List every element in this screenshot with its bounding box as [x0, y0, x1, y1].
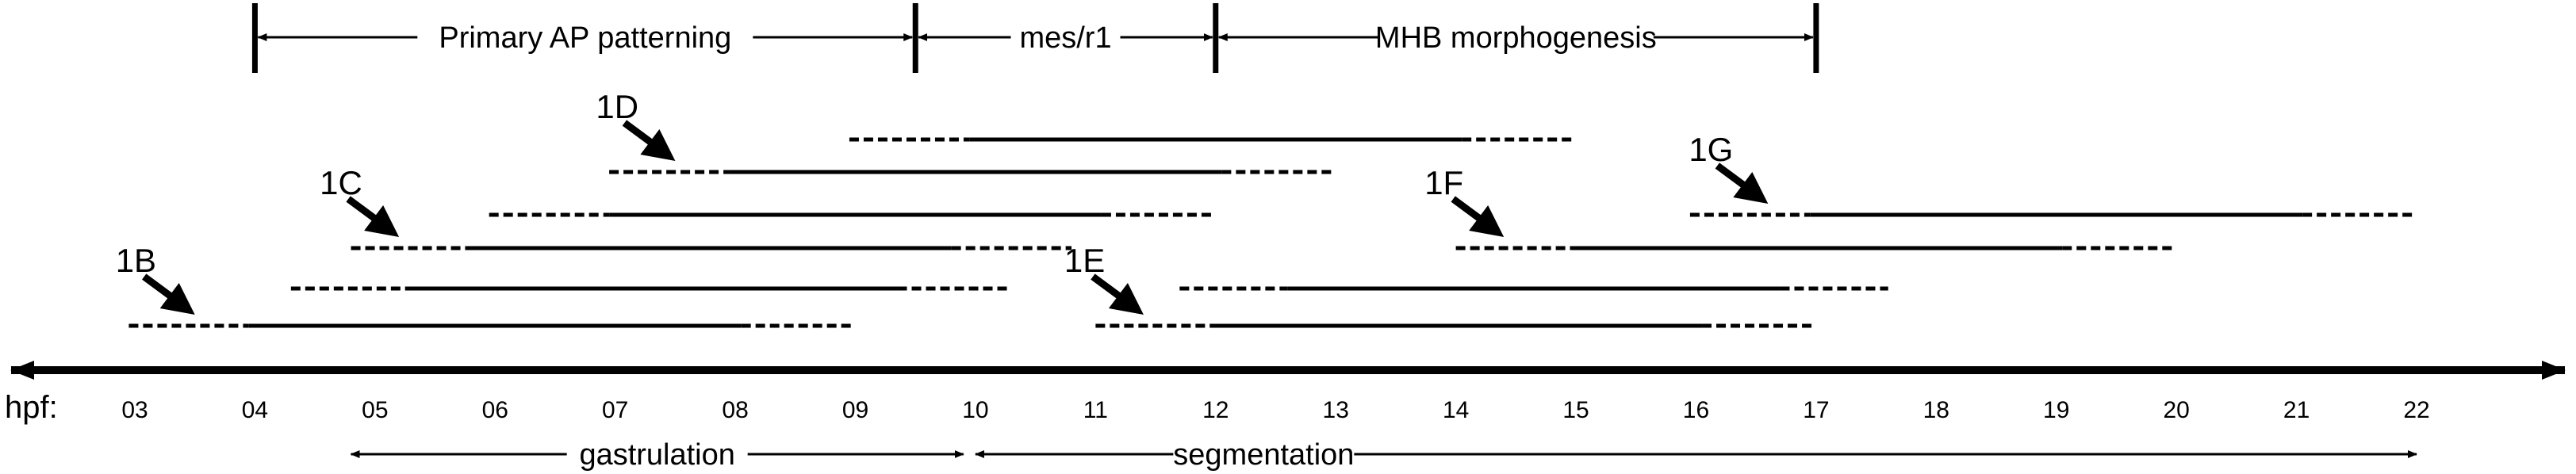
phase-label: gastrulation — [579, 438, 734, 472]
tick-label: 20 — [2163, 397, 2189, 423]
bottom-phase-arrows: gastrulation segmentation — [350, 438, 2417, 472]
tick-label: 22 — [2403, 397, 2429, 423]
tick-label: 21 — [2283, 397, 2310, 423]
tick-label: 13 — [1323, 397, 1349, 423]
callout-arrow-head — [1108, 283, 1144, 315]
tick-label: 12 — [1202, 397, 1229, 423]
tick-label: 08 — [722, 397, 748, 423]
callout-arrow-head — [1733, 172, 1769, 204]
callout-arrow-head — [640, 129, 676, 161]
tick-label: 18 — [1923, 397, 1949, 423]
panel-label: 1G — [1689, 131, 1733, 168]
tick-label: 05 — [362, 397, 388, 423]
tick-label: 03 — [121, 397, 148, 423]
top-phase-brackets: Primary AP patterning mes/r1 MHB morphogen… — [251, 3, 1819, 73]
phase-label: segmentation — [1173, 438, 1354, 472]
tick-label: 19 — [2043, 397, 2069, 423]
callout-arrow-head — [364, 205, 400, 237]
panel-label: 1B — [116, 242, 156, 279]
tick-label: 11 — [1083, 397, 1108, 423]
callout-arrow-head — [159, 283, 195, 315]
tick-label: 10 — [962, 397, 988, 423]
phase-label: MHB morphogenesis — [1375, 21, 1657, 55]
tick-label: 16 — [1683, 397, 1709, 423]
tick-label: 14 — [1443, 397, 1469, 423]
panel-label: 1C — [320, 164, 362, 201]
phase-label: Primary AP patterning — [439, 21, 731, 55]
tick-label: 06 — [482, 397, 508, 423]
tick-label: 04 — [242, 397, 268, 423]
panel-label: 1F — [1424, 164, 1463, 201]
axis-tick-labels: 03 04 05 06 07 08 09 10 11 12 13 14 15 16 17 18 19 20 21 22 — [121, 397, 2429, 423]
panel-label: 1E — [1064, 242, 1105, 279]
panel-label: 1D — [596, 88, 638, 125]
tick-label: 15 — [1562, 397, 1589, 423]
phase-label: mes/r1 — [1019, 21, 1111, 55]
tick-label: 07 — [602, 397, 628, 423]
tick-label: 09 — [842, 397, 868, 423]
axis-unit-label: hpf: — [5, 390, 58, 425]
expression-timelines — [128, 137, 2417, 328]
callout-arrow-head — [1469, 205, 1505, 237]
tick-label: 17 — [1803, 397, 1829, 423]
panel-callouts: 1B 1C 1D 1E 1F 1G — [116, 88, 1769, 315]
